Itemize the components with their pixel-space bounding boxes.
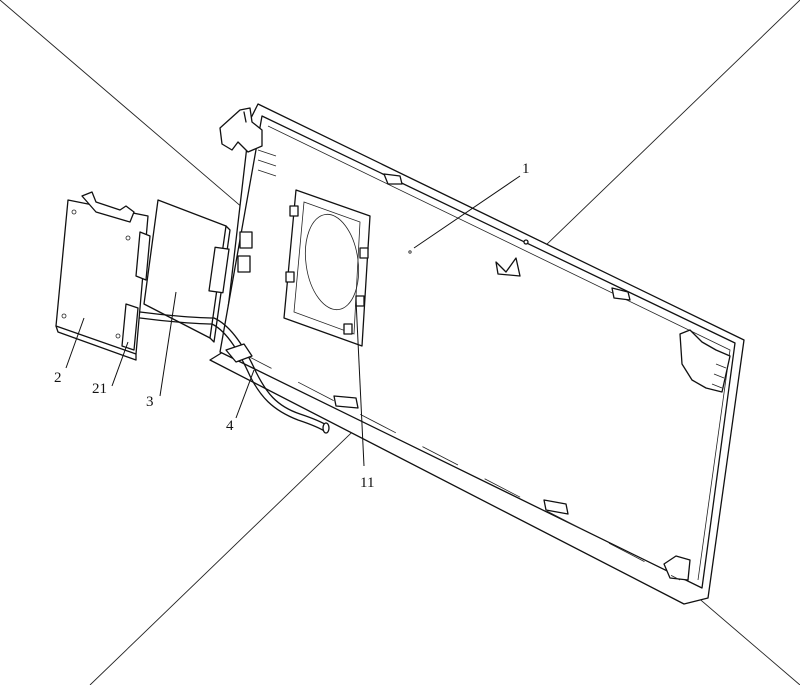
hook-top-left (219, 107, 263, 153)
bracket-side-tab (135, 231, 151, 281)
hook-bottom-right (663, 555, 691, 581)
leader-3 (159, 291, 177, 397)
v-clip (495, 257, 521, 277)
frame-clip-4 (343, 323, 353, 335)
frame-clip-3 (355, 295, 365, 307)
label-21: 21 (92, 381, 107, 397)
right-ridges (711, 363, 727, 389)
opening-frame (283, 189, 371, 347)
frame-clip-2 (285, 271, 295, 283)
tab-4 (543, 499, 569, 515)
label-3: 3 (146, 394, 154, 410)
label-1: 1 (522, 161, 530, 177)
frame-inner (293, 201, 361, 335)
label-4: 4 (226, 418, 234, 434)
side-clip-2 (237, 255, 251, 273)
panel-face (219, 115, 736, 589)
label-2: 2 (54, 370, 62, 386)
tab-3 (333, 395, 359, 409)
side-clip-1 (239, 231, 253, 249)
circuit-board (143, 199, 231, 343)
dot-mark (523, 239, 529, 245)
frame-clip-5 (359, 247, 369, 259)
cable-path-a (139, 311, 329, 427)
bracket (55, 191, 151, 361)
leader-21 (111, 341, 129, 387)
tab-2 (611, 287, 631, 301)
leader-1 (413, 175, 521, 249)
hook-pin (243, 111, 247, 123)
label-dot (408, 250, 412, 254)
part-labels: 1 11 2 21 3 4 (54, 161, 530, 491)
hidden-edge (235, 349, 681, 581)
tab-1 (383, 173, 403, 185)
leader-11 (355, 299, 365, 467)
frame-circle (305, 213, 359, 311)
main-panel (209, 103, 745, 605)
hook-ridges (257, 149, 277, 177)
leader-4 (235, 369, 255, 419)
cable-clip (225, 343, 253, 363)
bracket-top-tabs (81, 191, 135, 223)
cable-plug (322, 422, 330, 434)
leader-lines (65, 175, 521, 467)
cable-path-b (139, 317, 327, 433)
frame-clip-1 (289, 205, 299, 217)
leader-2 (65, 317, 85, 369)
bracket-tab-21 (121, 303, 139, 351)
hook-right (679, 329, 731, 393)
panel-rim (267, 125, 731, 581)
label-11: 11 (360, 475, 374, 491)
cable (139, 311, 330, 434)
board-connector (208, 246, 230, 294)
bracket-edge (55, 325, 137, 361)
